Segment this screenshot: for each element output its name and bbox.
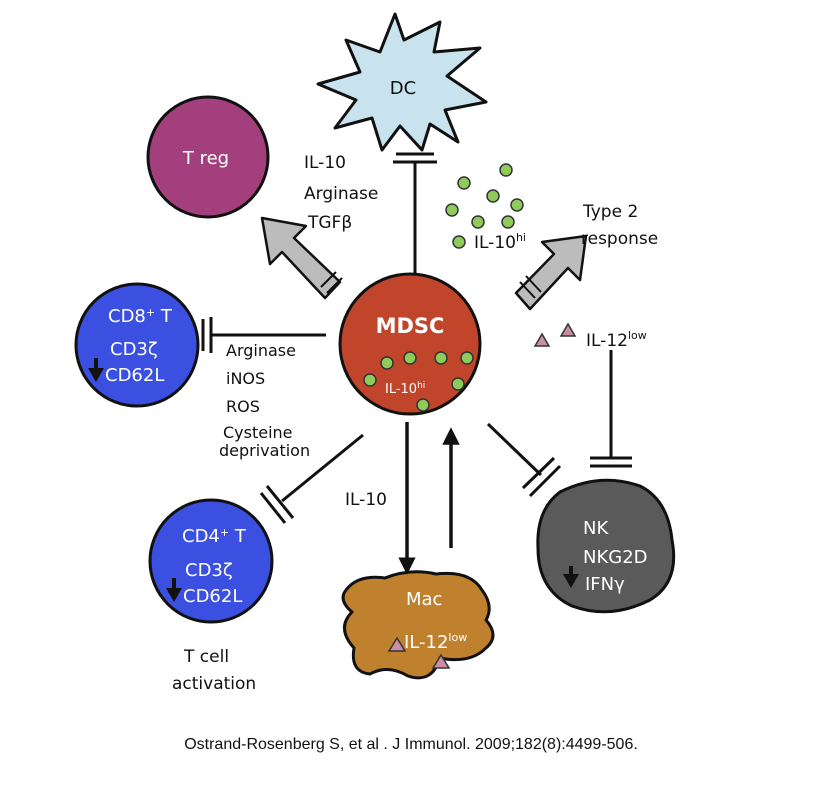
il10-dots bbox=[445, 163, 524, 249]
cd4-sup: + bbox=[220, 526, 229, 539]
svg-text:IL-12low: IL-12low bbox=[404, 631, 467, 653]
cd4-marker-cd62l: CD62L bbox=[183, 586, 242, 607]
cd8-label: CD8 bbox=[108, 306, 146, 327]
inhibit-mdsc-dc bbox=[393, 152, 437, 274]
cd8-sup: + bbox=[146, 306, 155, 319]
down-arrow-icon bbox=[166, 588, 182, 602]
mdsc-label: MDSC bbox=[376, 314, 445, 338]
label-il10-mac: IL-10 bbox=[345, 490, 387, 510]
dc-label: DC bbox=[390, 78, 416, 99]
svg-text:CD8+ T: CD8+ T bbox=[108, 306, 173, 327]
label-tgfb: TGFβ bbox=[307, 213, 352, 233]
label-type2-1: Type 2 bbox=[582, 202, 638, 222]
arrow-mdsc-type2 bbox=[514, 234, 588, 311]
svg-text:IL-10hi: IL-10hi bbox=[474, 231, 526, 253]
treg-cell: T reg bbox=[146, 95, 270, 219]
mac-label: Mac bbox=[406, 589, 442, 610]
label-il12low: IL-12 bbox=[586, 331, 628, 351]
inhibit-il12-nk bbox=[590, 350, 632, 468]
il12-triangle-icon bbox=[387, 636, 407, 652]
cd8-label-t: T bbox=[155, 306, 173, 327]
down-arrow-icon bbox=[88, 368, 104, 382]
label-il10hi: IL-10 bbox=[474, 233, 516, 253]
mdsc-cell: MDSC IL-10hi bbox=[338, 272, 482, 416]
mac-cell: Mac IL-12low bbox=[341, 570, 495, 680]
label-il12low-sup: low bbox=[628, 329, 647, 342]
mdsc-il10-label: IL-10 bbox=[385, 382, 417, 397]
treg-label: T reg bbox=[182, 148, 229, 169]
label-type2-2: response bbox=[581, 229, 658, 249]
mdsc-il10-sup: hi bbox=[417, 381, 425, 391]
citation: Ostrand-Rosenberg S, et al . J Immunol. … bbox=[184, 736, 638, 753]
cd8-t-cell: CD8+ T CD3ζ CD62L bbox=[74, 282, 200, 408]
label-il10hi-sup: hi bbox=[516, 231, 526, 244]
cd4-t-cell: CD4+ T CD3ζ CD62L bbox=[148, 498, 274, 624]
inhibit-mdsc-cd4 bbox=[259, 433, 364, 524]
nk-marker-nkg2d: NKG2D bbox=[583, 547, 648, 568]
svg-text:IL-12low: IL-12low bbox=[586, 329, 647, 351]
cd4-label-t: T bbox=[229, 526, 247, 547]
label-arginase-top: Arginase bbox=[304, 184, 378, 204]
svg-text:CD4+ T: CD4+ T bbox=[182, 526, 247, 547]
dc-cell: DC bbox=[316, 12, 488, 152]
cd4-label: CD4 bbox=[182, 526, 220, 547]
nk-label: NK bbox=[583, 518, 609, 539]
label-cysteine: Cysteine bbox=[223, 423, 293, 442]
label-arginase-cd8: Arginase bbox=[226, 341, 296, 360]
inhibit-mdsc-cd8 bbox=[201, 317, 326, 353]
il12-triangle-icon bbox=[431, 653, 451, 669]
label-inos: iNOS bbox=[226, 369, 265, 388]
inhibit-mdsc-nk bbox=[486, 422, 562, 498]
cd8-marker-cd62l: CD62L bbox=[105, 365, 164, 386]
svg-text:IL-10hi: IL-10hi bbox=[385, 381, 425, 397]
nk-marker-ifng: IFNγ bbox=[585, 574, 625, 595]
mac-il12-sup: low bbox=[448, 631, 467, 644]
label-activation: activation bbox=[172, 674, 256, 694]
nk-cell: NK NKG2D IFNγ bbox=[536, 478, 676, 614]
cd4-marker-cd3z: CD3ζ bbox=[185, 560, 233, 581]
label-il10-top: IL-10 bbox=[304, 153, 346, 173]
il12-triangles bbox=[533, 322, 577, 347]
label-ros: ROS bbox=[226, 397, 260, 416]
arrow-mdsc-treg bbox=[260, 216, 343, 300]
mac-il12-label: IL-12 bbox=[404, 632, 448, 653]
label-deprivation: deprivation bbox=[219, 441, 310, 460]
down-arrow-icon bbox=[563, 574, 579, 588]
cd8-marker-cd3z: CD3ζ bbox=[110, 339, 158, 360]
label-tcell: T cell bbox=[183, 647, 229, 667]
